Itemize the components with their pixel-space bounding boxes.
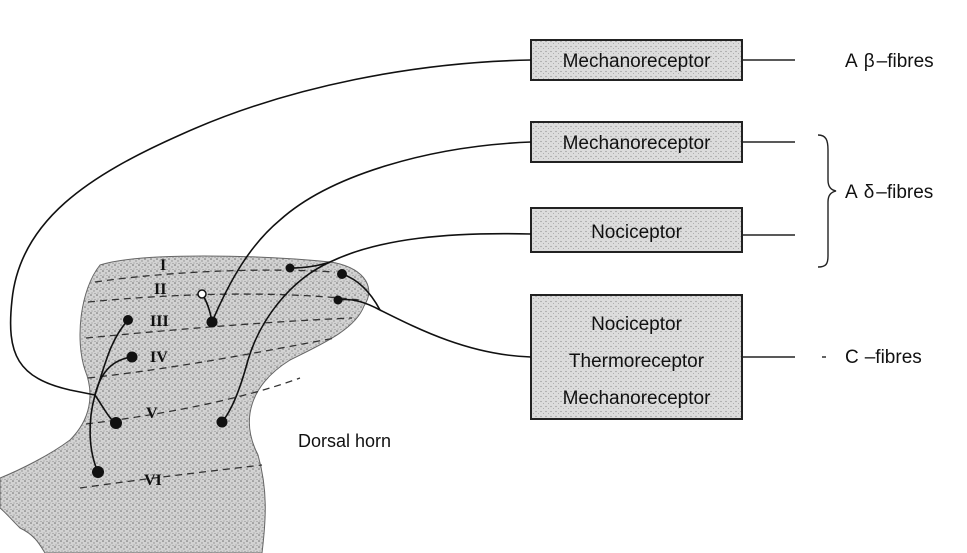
lamina-label: V	[146, 405, 158, 422]
receptor-box-mechanoreceptor-abeta: Mechanoreceptor	[531, 40, 742, 80]
terminal-dot	[127, 352, 138, 363]
terminal-dot	[337, 269, 347, 279]
receptor-box-polymodal-c: Nociceptor Thermoreceptor Mechanorecepto…	[531, 295, 742, 419]
receptor-label: Nociceptor	[591, 314, 682, 335]
receptor-label: Thermoreceptor	[569, 351, 705, 372]
lamina-label: III	[150, 313, 169, 330]
receptor-label: Nociceptor	[591, 222, 682, 243]
fibre-label-c: C–fibres	[845, 347, 922, 368]
c-fibre	[338, 299, 531, 357]
terminal-dot-open	[198, 290, 206, 298]
terminal-dot	[286, 264, 295, 273]
terminal-dot	[123, 315, 133, 325]
adelta-brace	[818, 135, 836, 267]
receptor-box-nociceptor-adelta: Nociceptor	[531, 208, 742, 252]
receptor-box-mechanoreceptor-adelta: Mechanoreceptor	[531, 122, 742, 162]
lamina-label: II	[154, 281, 166, 298]
terminal-dot	[110, 417, 122, 429]
dorsal-horn-shape	[0, 256, 369, 553]
dorsal-horn-label: Dorsal horn	[298, 431, 391, 451]
lamina-label: VI	[144, 472, 162, 489]
terminal-dot	[217, 417, 228, 428]
fibre-leader-lines	[742, 60, 826, 357]
receptor-label: Mechanoreceptor	[563, 51, 712, 72]
terminal-dot	[92, 466, 104, 478]
receptor-label: Mechanoreceptor	[563, 388, 712, 409]
terminal-dot	[334, 296, 343, 305]
terminal-dot	[207, 317, 218, 328]
lamina-label: I	[160, 257, 166, 274]
receptor-label: Mechanoreceptor	[563, 133, 712, 154]
lamina-label: IV	[150, 349, 168, 366]
